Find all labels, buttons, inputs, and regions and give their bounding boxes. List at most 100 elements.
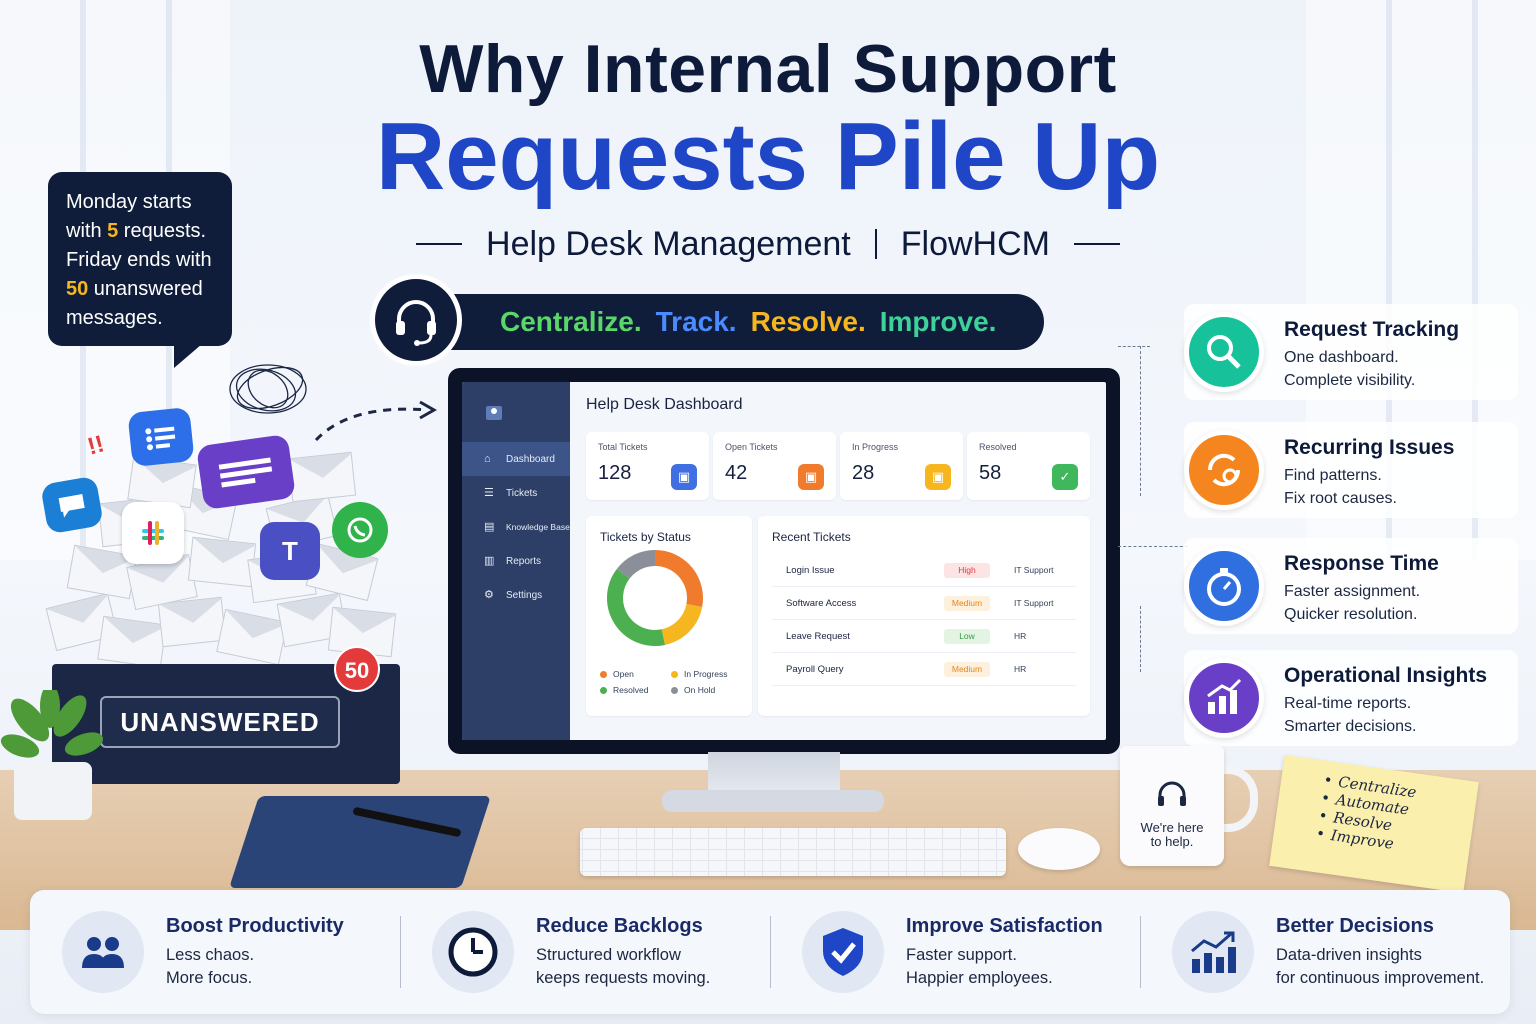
search-icon bbox=[1184, 312, 1264, 392]
connector-line bbox=[1140, 346, 1141, 496]
benefits-bar: Boost Productivity Less chaos. More focu… bbox=[30, 890, 1510, 1014]
teams-icon: T bbox=[260, 522, 320, 580]
table-row[interactable]: Payroll Query Medium HR bbox=[772, 653, 1076, 686]
stat-in-progress[interactable]: In Progress 28 ▣ bbox=[840, 432, 963, 500]
feature-response-time: Response Time Faster assignment. Quicker… bbox=[1184, 538, 1518, 634]
unanswered-count-badge: 50 bbox=[334, 646, 380, 692]
sidebar-item-reports[interactable]: ▥ Reports bbox=[484, 555, 542, 567]
priority-badge: High bbox=[944, 562, 990, 578]
whatsapp-icon bbox=[332, 502, 388, 558]
stat-total-tickets[interactable]: Total Tickets 128 ▣ bbox=[586, 432, 709, 500]
legend-in-progress: In Progress bbox=[671, 669, 738, 679]
priority-badge: Low bbox=[944, 628, 990, 644]
monitor-base bbox=[662, 790, 884, 812]
refresh-gear-icon bbox=[1184, 430, 1264, 510]
donut-slice-open bbox=[654, 550, 703, 607]
benefit-boost-productivity: Boost Productivity Less chaos. More focu… bbox=[30, 890, 400, 1014]
sidebar-item-dashboard[interactable]: ⌂ Dashboard bbox=[462, 442, 570, 476]
priority-badge: Medium bbox=[944, 595, 990, 611]
clock-icon bbox=[432, 911, 514, 993]
connector-line bbox=[1140, 606, 1141, 672]
subtitle-brand: FlowHCM bbox=[900, 224, 1050, 263]
donut-slice-on-hold bbox=[616, 550, 656, 580]
table-row[interactable]: Leave Request Low HR bbox=[772, 620, 1076, 653]
dashed-arrow-icon bbox=[314, 400, 438, 442]
chat-bubble-icon bbox=[40, 475, 104, 535]
message-icon bbox=[127, 406, 195, 468]
stat-cards: Total Tickets 128 ▣ Open Tickets 42 ▣ In… bbox=[586, 432, 1090, 500]
feature-list: Request Tracking One dashboard. Complete… bbox=[1140, 300, 1520, 750]
speech-bubble: Monday starts with 5 requests. Friday en… bbox=[48, 172, 232, 368]
feature-request-tracking: Request Tracking One dashboard. Complete… bbox=[1184, 304, 1518, 400]
status-panel-title: Tickets by Status bbox=[600, 530, 691, 544]
tagline-word: Centralize. bbox=[500, 306, 642, 337]
unanswered-label: UNANSWERED bbox=[100, 696, 340, 748]
dashboard-sidebar: ⌂ Dashboard ☰ Tickets ▤ Knowledge Base ▥… bbox=[462, 382, 570, 740]
growth-chart-icon bbox=[1184, 658, 1264, 738]
list-icon: ☰ bbox=[484, 487, 494, 499]
scribble-icon bbox=[229, 364, 307, 414]
ticket-icon: ▣ bbox=[671, 464, 697, 490]
keyboard bbox=[580, 828, 1006, 876]
coffee-mug: We're here to help. bbox=[1120, 746, 1224, 866]
recent-panel-title: Recent Tickets bbox=[772, 530, 851, 544]
mug-handle bbox=[1218, 766, 1258, 832]
dashboard-title: Help Desk Dashboard bbox=[586, 396, 743, 413]
trend-chart-icon bbox=[1172, 911, 1254, 993]
status-donut-chart bbox=[607, 550, 703, 646]
bar-chart-icon: ▥ bbox=[484, 555, 495, 567]
tagline-word: Track. bbox=[655, 306, 737, 337]
table-row[interactable]: Login Issue High IT Support bbox=[772, 554, 1076, 587]
sidebar-item-tickets[interactable]: ☰ Tickets bbox=[484, 487, 538, 499]
tickets-by-status-panel: Tickets by Status Open In Progress Resol… bbox=[586, 516, 752, 716]
stopwatch-icon bbox=[1184, 546, 1264, 626]
helpdesk-screen: ⌂ Dashboard ☰ Tickets ▤ Knowledge Base ▥… bbox=[462, 382, 1106, 740]
app-logo-icon bbox=[484, 402, 510, 428]
headset-icon bbox=[370, 274, 462, 366]
legend-open: Open bbox=[600, 669, 667, 679]
headline-line-2: Requests Pile Up bbox=[375, 103, 1161, 210]
inbox-icon: ▣ bbox=[798, 464, 824, 490]
subtitle-product: Help Desk Management bbox=[486, 224, 851, 263]
alert-icon: !! bbox=[84, 430, 108, 461]
progress-icon: ▣ bbox=[925, 464, 951, 490]
dashboard-main: Help Desk Dashboard Total Tickets 128 ▣ … bbox=[570, 382, 1106, 740]
tagline-word: Improve. bbox=[879, 306, 997, 337]
benefit-reduce-backlogs: Reduce Backlogs Structured workflow keep… bbox=[400, 890, 770, 1014]
feature-operational-insights: Operational Insights Real-time reports. … bbox=[1184, 650, 1518, 746]
donut-slice-resolved bbox=[607, 568, 665, 646]
table-row[interactable]: Software Access Medium IT Support bbox=[772, 587, 1076, 620]
shield-check-icon bbox=[802, 911, 884, 993]
recent-tickets-panel: Recent Tickets Login Issue High IT Suppo… bbox=[758, 516, 1090, 716]
home-icon: ⌂ bbox=[484, 453, 491, 465]
mouse bbox=[1018, 828, 1100, 870]
subtitle: Help Desk Management FlowHCM bbox=[380, 224, 1156, 264]
tagline-pill: Centralize. Track. Resolve. Improve. bbox=[410, 294, 1044, 350]
sidebar-item-knowledge-base[interactable]: ▤ Knowledge Base bbox=[484, 521, 570, 533]
chat-app-icon bbox=[195, 433, 297, 511]
stat-open-tickets[interactable]: Open Tickets 42 ▣ bbox=[713, 432, 836, 500]
team-icon bbox=[62, 911, 144, 993]
monitor: ⌂ Dashboard ☰ Tickets ▤ Knowledge Base ▥… bbox=[448, 368, 1120, 754]
tagline-word: Resolve. bbox=[750, 306, 866, 337]
headset-icon bbox=[1158, 781, 1186, 806]
connector-line bbox=[1118, 546, 1188, 547]
plant-icon bbox=[0, 690, 104, 820]
chart-legend: Open In Progress Resolved On Hold bbox=[600, 669, 738, 695]
donut-slice-in-progress bbox=[661, 603, 703, 645]
feature-recurring-issues: Recurring Issues Find patterns. Fix root… bbox=[1184, 422, 1518, 518]
legend-on-hold: On Hold bbox=[671, 685, 738, 695]
sidebar-item-settings[interactable]: ⚙ Settings bbox=[484, 589, 543, 601]
message-pile: T !! bbox=[40, 406, 410, 670]
stat-resolved[interactable]: Resolved 58 ✓ bbox=[967, 432, 1090, 500]
slack-icon bbox=[122, 502, 184, 564]
connector-line bbox=[1118, 346, 1150, 347]
priority-badge: Medium bbox=[944, 661, 990, 677]
gear-icon: ⚙ bbox=[484, 589, 494, 601]
legend-resolved: Resolved bbox=[600, 685, 667, 695]
headline-line-1: Why Internal Support bbox=[419, 31, 1117, 107]
benefit-better-decisions: Better Decisions Data-driven insights fo… bbox=[1140, 890, 1510, 1014]
benefit-improve-satisfaction: Improve Satisfaction Faster support. Hap… bbox=[770, 890, 1140, 1014]
check-icon: ✓ bbox=[1052, 464, 1078, 490]
book-icon: ▤ bbox=[484, 521, 495, 533]
